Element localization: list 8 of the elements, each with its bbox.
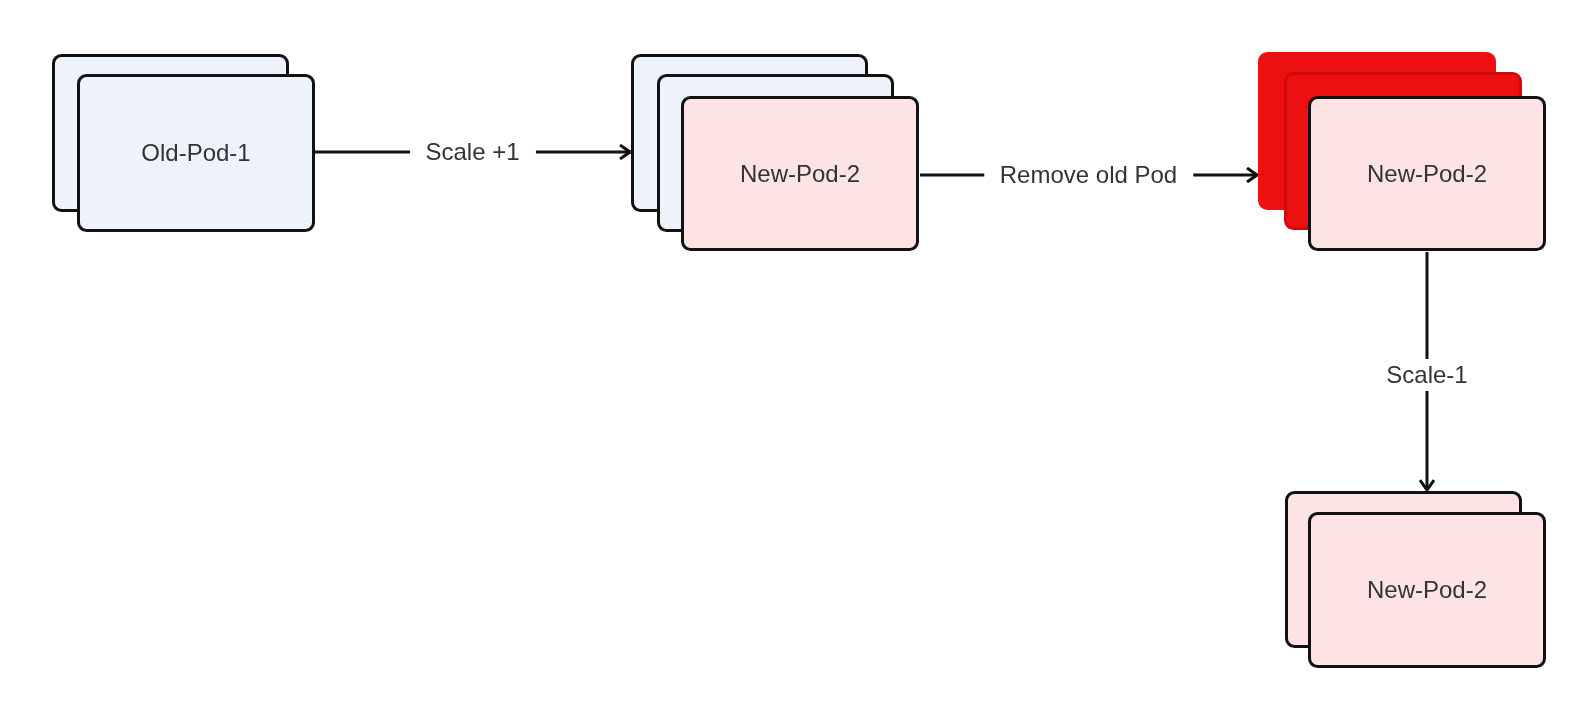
pod-stack [630, 53, 920, 252]
pod-name: New-Pod-2 [1367, 576, 1487, 604]
pod-stack [51, 53, 315, 232]
pod-name: New-Pod-2 [740, 159, 860, 188]
pod-name: New-Pod-2 [1367, 159, 1487, 188]
pod-stack [1284, 490, 1547, 668]
pod-stack [1257, 51, 1547, 252]
pod-name: Old-Pod-1 [141, 139, 251, 167]
